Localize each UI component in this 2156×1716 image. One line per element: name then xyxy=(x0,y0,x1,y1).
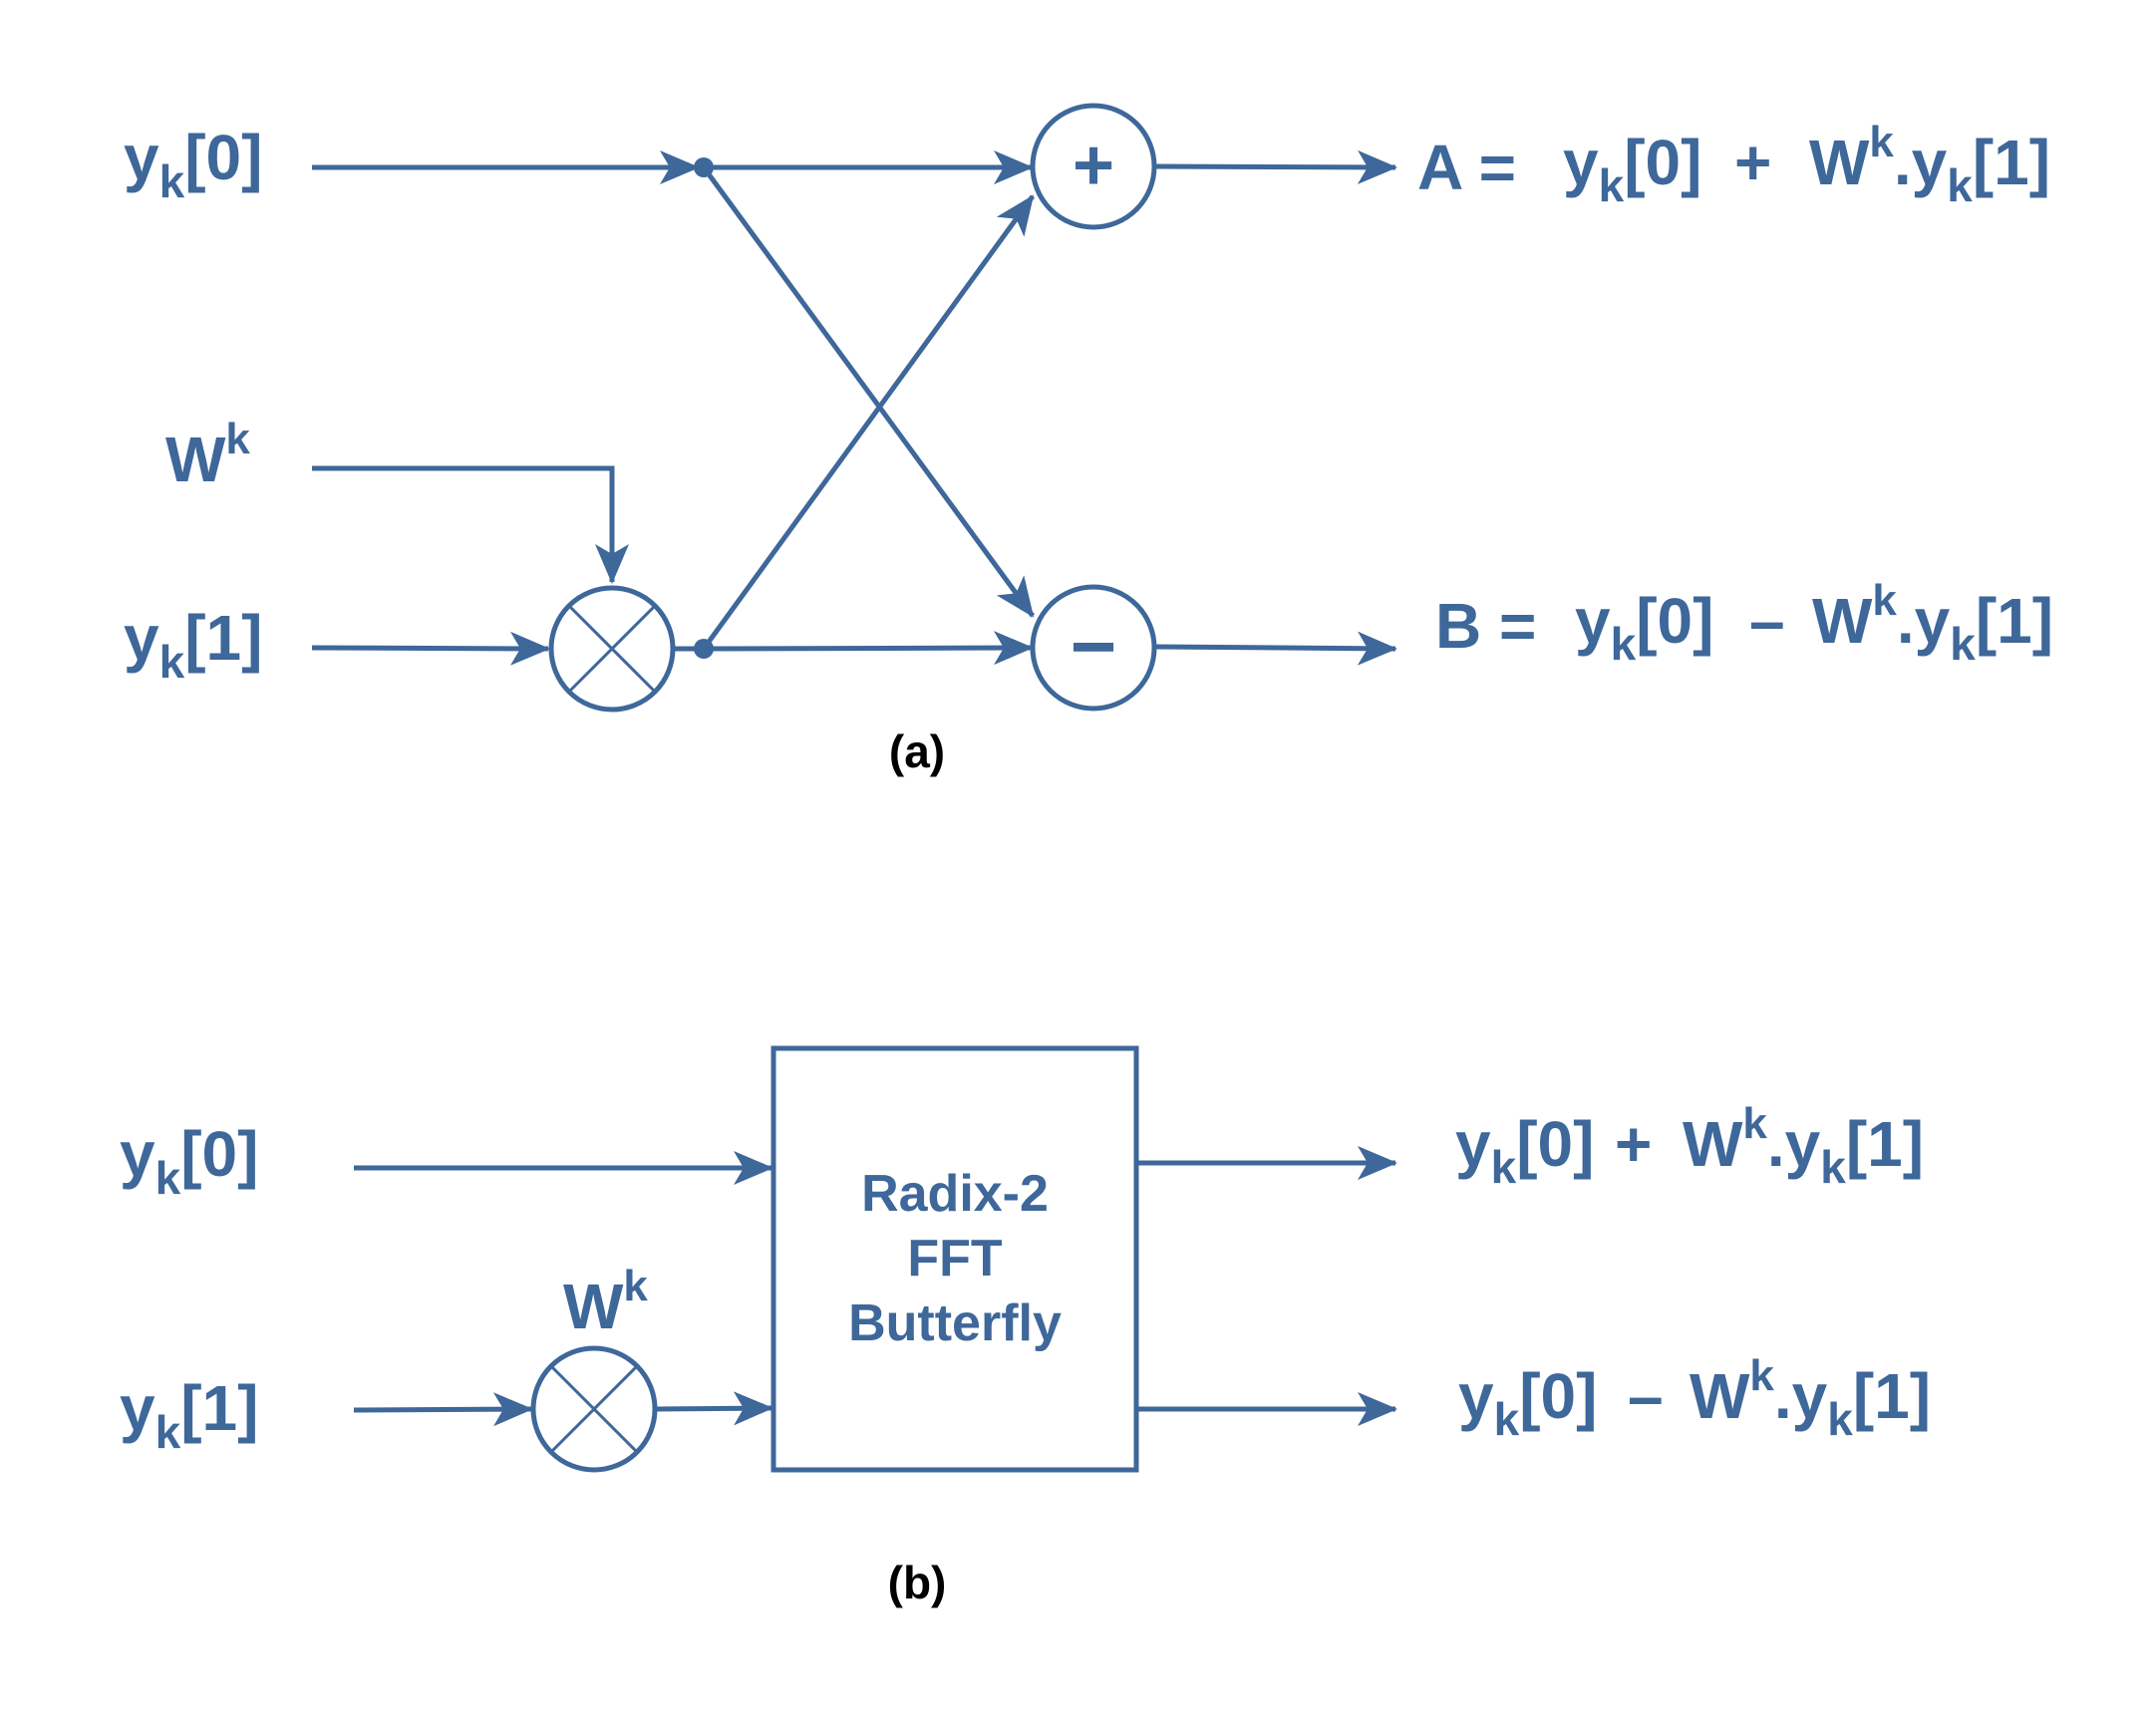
fig-a-input-y0-label: yk[0] xyxy=(124,122,262,207)
fig-a-twiddle-wire xyxy=(312,465,629,584)
fig-b-mult-out-wire xyxy=(654,1391,773,1426)
plus-icon: + xyxy=(1073,126,1114,205)
fig-a-junction-dot-bottom xyxy=(694,639,714,659)
fig-a-caption: (a) xyxy=(889,725,945,777)
fig-a-junction-dot-top xyxy=(694,157,714,177)
fig-a-subtractor-node: − xyxy=(1030,584,1157,712)
fig-b-multiplier-icon xyxy=(530,1345,658,1473)
fig-b-butterfly-box xyxy=(770,1045,1139,1473)
fig-b-box-line-3: Butterfly xyxy=(848,1294,1062,1352)
fig-b-box-line-2: FFT xyxy=(907,1230,1003,1287)
fig-a-y1-input-wire xyxy=(311,631,550,666)
fig-a-output-b-wire xyxy=(1154,631,1397,666)
fig-b-input-y1-label: yk[1] xyxy=(120,1372,258,1458)
fig-a-y0-to-subtractor-wire xyxy=(701,165,1036,618)
fig-b-y1-input-wire xyxy=(353,1392,533,1427)
fig-a-adder-node: + xyxy=(1030,103,1157,230)
fig-a-input-y1-label: yk[1] xyxy=(124,602,262,688)
fig-b-twiddle-label: Wk xyxy=(563,1262,648,1342)
minus-icon: − xyxy=(1071,602,1117,691)
fig-b-caption: (b) xyxy=(888,1557,947,1608)
fig-b-output-bottom-equation: yk[0] – Wk.yk[1] xyxy=(1458,1351,1931,1445)
fig-a-output-b-equation: B = yk[0] – Wk.yk[1] xyxy=(1435,576,2053,670)
fig-b-output-top-equation: yk[0] + Wk.yk[1] xyxy=(1455,1099,1924,1193)
fig-a-product-to-adder-wire xyxy=(701,194,1036,651)
fig-a-product-to-subtractor-wire xyxy=(703,631,1034,666)
fig-a-multiplier-icon xyxy=(548,585,676,713)
fig-b-input-y0-label: yk[0] xyxy=(120,1118,258,1204)
fig-a-twiddle-label: Wk xyxy=(165,415,250,495)
fig-b-box-line-1: Radix-2 xyxy=(861,1165,1049,1223)
fig-a-output-a-wire xyxy=(1154,149,1397,184)
fig-a-output-a-equation: A = yk[0] + Wk.yk[1] xyxy=(1417,118,2050,211)
